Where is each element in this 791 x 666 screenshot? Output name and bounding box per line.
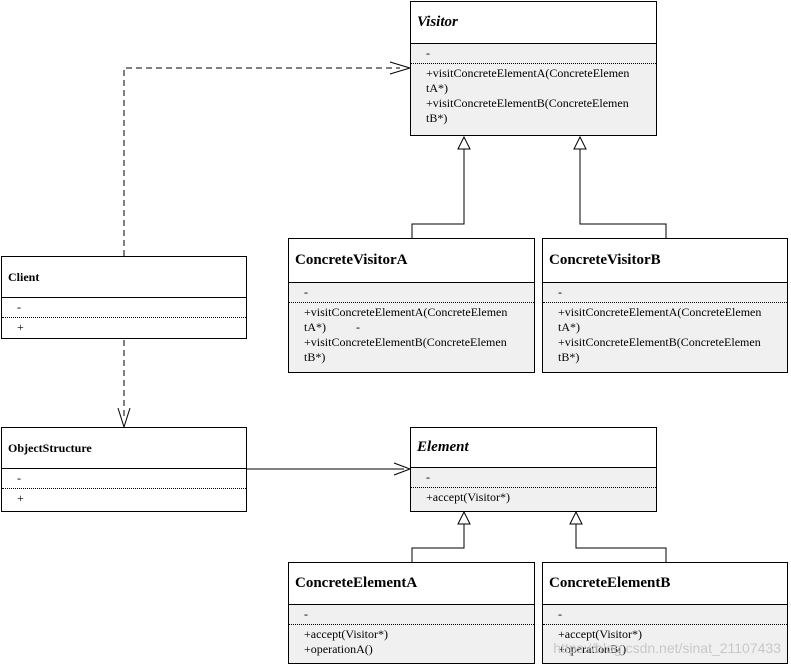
element-a-triangle xyxy=(457,510,471,525)
class-attributes: - xyxy=(411,468,656,488)
class-concrete-visitor-a[interactable]: ConcreteVisitorA - +visitConcreteElement… xyxy=(288,238,535,373)
class-body: - + xyxy=(2,298,246,338)
class-attributes: - xyxy=(289,283,534,303)
class-operations: +accept(Visitor*) +operationB() xyxy=(543,625,787,660)
class-object-structure[interactable]: ObjectStructure - + xyxy=(1,427,247,512)
operation: +visitConcreteElementB(ConcreteElemen tB… xyxy=(304,335,507,364)
class-attributes: - xyxy=(543,605,787,625)
operation: +accept(Visitor*) xyxy=(558,627,643,641)
class-body: - +accept(Visitor*) +operationA() xyxy=(289,605,534,663)
class-operations: + xyxy=(2,489,246,509)
class-name: ConcreteElementB xyxy=(543,563,787,605)
class-body: - +visitConcreteElementA(ConcreteElemen … xyxy=(543,283,787,372)
class-element[interactable]: Element - +accept(Visitor*) xyxy=(410,427,657,512)
class-operations: + xyxy=(2,318,246,338)
visitor-b-generalization xyxy=(579,149,667,238)
operation: + xyxy=(17,320,24,334)
operation: +visitConcreteElementB(ConcreteElemen tB… xyxy=(426,96,629,125)
class-body: - +accept(Visitor*) xyxy=(411,468,656,511)
operation: +visitConcreteElementA(ConcreteElemen tA… xyxy=(304,305,508,334)
element-a-generalization xyxy=(411,524,465,562)
watermark-text: https://blog.csdn.net/sinat_21107433 xyxy=(553,640,781,656)
class-attributes: - xyxy=(411,44,656,64)
class-concrete-visitor-b[interactable]: ConcreteVisitorB - +visitConcreteElement… xyxy=(542,238,788,373)
visitor-b-triangle xyxy=(573,135,587,150)
class-attributes: - xyxy=(2,469,246,489)
class-name: Visitor xyxy=(411,2,656,44)
operation: +accept(Visitor*) xyxy=(304,627,389,641)
operation: +operationA() xyxy=(304,642,373,656)
class-attributes: - xyxy=(543,283,787,303)
class-operations: +visitConcreteElementA(ConcreteElemen tA… xyxy=(411,64,656,129)
class-body: - +visitConcreteElementA(ConcreteElemen … xyxy=(411,44,656,135)
class-operations: +accept(Visitor*) +operationA() xyxy=(289,625,534,660)
operation: +accept(Visitor*) xyxy=(426,490,511,504)
class-body: - + xyxy=(2,469,246,509)
class-name: Client xyxy=(2,257,246,298)
class-concrete-element-a[interactable]: ConcreteElementA - +accept(Visitor*) +op… xyxy=(288,562,535,664)
element-b-generalization xyxy=(575,524,667,562)
class-attributes: - xyxy=(289,605,534,625)
operation: +operationB() xyxy=(558,642,627,656)
class-operations: +visitConcreteElementA(ConcreteElemen tA… xyxy=(543,303,787,368)
class-name: ConcreteVisitorA xyxy=(289,239,534,283)
visitor-a-generalization xyxy=(411,149,465,238)
class-name: Element xyxy=(411,428,656,468)
class-name: ConcreteVisitorB xyxy=(543,239,787,283)
class-client[interactable]: Client - + xyxy=(1,256,247,339)
operation: +visitConcreteElementB(ConcreteElemen tB… xyxy=(558,335,761,364)
element-b-triangle xyxy=(569,510,583,525)
class-operations: +visitConcreteElementA(ConcreteElemen tA… xyxy=(289,303,534,368)
operation: +visitConcreteElementA(ConcreteElemen tA… xyxy=(558,305,762,334)
class-operations: +accept(Visitor*) xyxy=(411,488,656,508)
class-body: - +visitConcreteElementA(ConcreteElemen … xyxy=(289,283,534,372)
class-body: - +accept(Visitor*) +operationB() xyxy=(543,605,787,663)
operation: + xyxy=(17,491,24,505)
class-concrete-element-b[interactable]: ConcreteElementB - +accept(Visitor*) +op… xyxy=(542,562,788,664)
class-visitor[interactable]: Visitor - +visitConcreteElementA(Concret… xyxy=(410,1,657,136)
class-attributes: - xyxy=(2,298,246,318)
client-visitor-dependency xyxy=(123,67,400,256)
class-name: ConcreteElementA xyxy=(289,563,534,605)
visitor-a-triangle xyxy=(457,135,471,150)
operation: +visitConcreteElementA(ConcreteElemen tA… xyxy=(426,66,630,95)
class-name: ObjectStructure xyxy=(2,428,246,469)
